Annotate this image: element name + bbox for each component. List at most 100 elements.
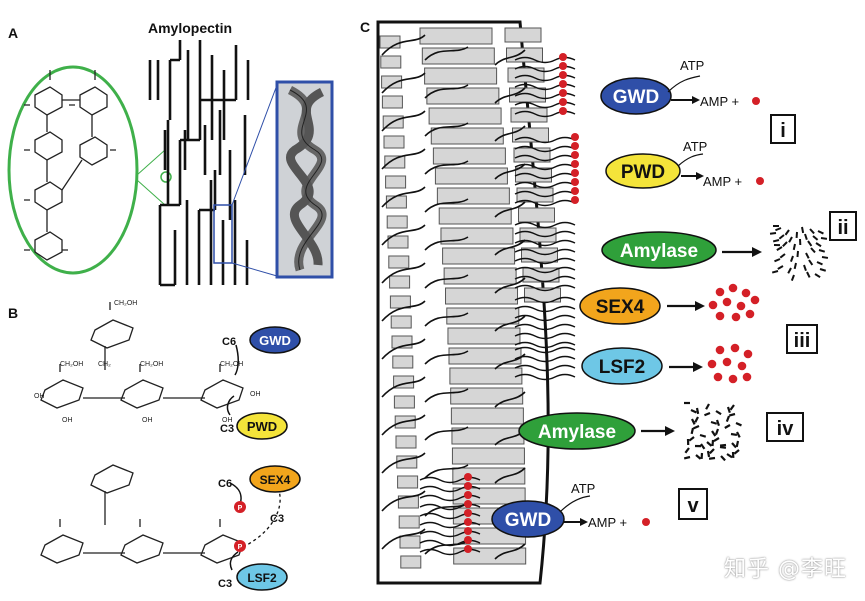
glucan-fragment	[777, 265, 784, 270]
glucan-fragment	[720, 455, 726, 462]
crystalline-lamella	[432, 147, 506, 165]
glucan-fragment	[793, 262, 797, 270]
glucan-fragment	[790, 255, 794, 262]
phosphate-dot	[745, 309, 755, 319]
crystalline-lamella	[393, 395, 415, 409]
glucan-fragment	[809, 228, 815, 235]
crystalline-lamella	[428, 107, 502, 125]
glucan-fragment	[805, 252, 810, 259]
label-ch2oh: CH₂OH	[114, 300, 137, 307]
glucan-chain-bottom	[40, 464, 244, 564]
glucan-fragment	[709, 448, 715, 455]
svg-text:SEX4: SEX4	[260, 473, 291, 487]
phosphate-c6: P	[234, 501, 246, 513]
phosphate-dot	[571, 196, 579, 204]
atp-label-pwd: ATP	[683, 139, 707, 154]
phosphate-dot	[464, 482, 472, 490]
amp-label-i: AMP +	[700, 94, 739, 109]
glucan-branch	[381, 376, 526, 408]
glucan-branch	[381, 452, 526, 484]
glucan-fragment	[775, 227, 782, 232]
glucan-fragment	[693, 424, 700, 430]
glucan-fragment	[810, 247, 816, 254]
phosphate-dot	[559, 62, 567, 70]
glucan-fragment	[706, 450, 711, 458]
crystalline-lamella	[397, 495, 419, 509]
phosphate-dot	[722, 297, 732, 307]
helix-tip	[514, 314, 576, 322]
glucan-branch	[381, 148, 526, 180]
roman-iii-box: iii	[786, 324, 818, 354]
glucan-branch	[381, 224, 526, 256]
glucan-fragment	[715, 419, 720, 427]
crystalline-lamella	[451, 447, 525, 465]
glucan-fragment	[733, 449, 740, 455]
crystalline-lamella	[388, 255, 410, 269]
svg-text:GWD: GWD	[259, 333, 291, 348]
phosphate-dot	[571, 142, 579, 150]
helix-tip	[514, 373, 576, 381]
crystalline-lamella	[389, 295, 411, 309]
phosphate-dot	[464, 536, 472, 544]
phosphate-dot	[571, 187, 579, 195]
phosphate-dot	[559, 89, 567, 97]
crystalline-lamella	[443, 267, 517, 285]
crystalline-lamella	[447, 327, 521, 345]
glucan-fragment	[817, 230, 824, 235]
glucan-fragment	[735, 421, 742, 427]
phosphate-dot	[464, 500, 472, 508]
crystalline-lamella	[400, 555, 422, 569]
glucan-fragment	[803, 264, 807, 271]
c3-label: C3	[220, 423, 234, 435]
phosphate-dot	[464, 518, 472, 526]
glucan-fragment	[818, 249, 826, 253]
helix-tip	[514, 364, 576, 372]
glucan-fragment	[726, 406, 731, 414]
helix-tip	[514, 190, 576, 198]
crystalline-lamella	[384, 155, 406, 169]
helix-tip	[514, 257, 576, 265]
pwd-enzyme-b: PWD	[236, 412, 288, 440]
glucan-fragment	[690, 427, 695, 435]
crystalline-lamella	[419, 27, 493, 45]
glucan-fragment	[801, 226, 805, 234]
glucan-fragment	[710, 420, 718, 425]
phosphate-dot	[571, 178, 579, 186]
crystalline-lamella	[440, 227, 514, 245]
lsf2-enzyme-b: LSF2	[236, 563, 288, 591]
crystalline-lamella	[387, 235, 409, 249]
phosphate-dot	[722, 357, 732, 367]
glucan-fragment	[782, 241, 788, 248]
phosphate-cluster-lsf2	[707, 343, 753, 384]
crystalline-lamella	[399, 535, 421, 549]
glucan-fragment	[772, 239, 780, 243]
sex4-enzyme-b: SEX4	[249, 465, 301, 493]
phosphate-dot	[464, 527, 472, 535]
glucan-fragment	[719, 445, 727, 449]
glucan-fragment	[731, 442, 737, 449]
glucan-fragment	[735, 440, 740, 448]
glucan-fragment	[719, 443, 727, 447]
crystalline-lamella	[452, 487, 526, 505]
phosphate-dot	[736, 301, 746, 311]
phosphate-dot	[728, 374, 738, 384]
helix-tip	[514, 145, 576, 153]
phosphate-dot	[713, 372, 723, 382]
glucan-fragment	[705, 403, 710, 410]
helix-tip	[514, 239, 576, 247]
svg-text:GWD: GWD	[505, 510, 551, 531]
phosphate-dot	[464, 545, 472, 553]
glucan-fragment	[726, 453, 733, 459]
c3-mid-label: C3	[270, 513, 284, 525]
lsf2-enzyme-c: LSF2	[581, 347, 663, 385]
phosphate-dot	[730, 343, 740, 353]
phosphate-cluster-sex4	[708, 283, 760, 322]
glucan-fragment	[711, 430, 717, 437]
helix-tip	[514, 332, 576, 340]
phosphate-dot	[642, 518, 650, 526]
sex4-enzyme-c: SEX4	[579, 287, 661, 325]
glucan-fragment	[730, 432, 738, 437]
roman-ii-box: ii	[829, 211, 857, 241]
panel-c-label: C	[360, 19, 370, 35]
helix-tip	[514, 275, 576, 283]
